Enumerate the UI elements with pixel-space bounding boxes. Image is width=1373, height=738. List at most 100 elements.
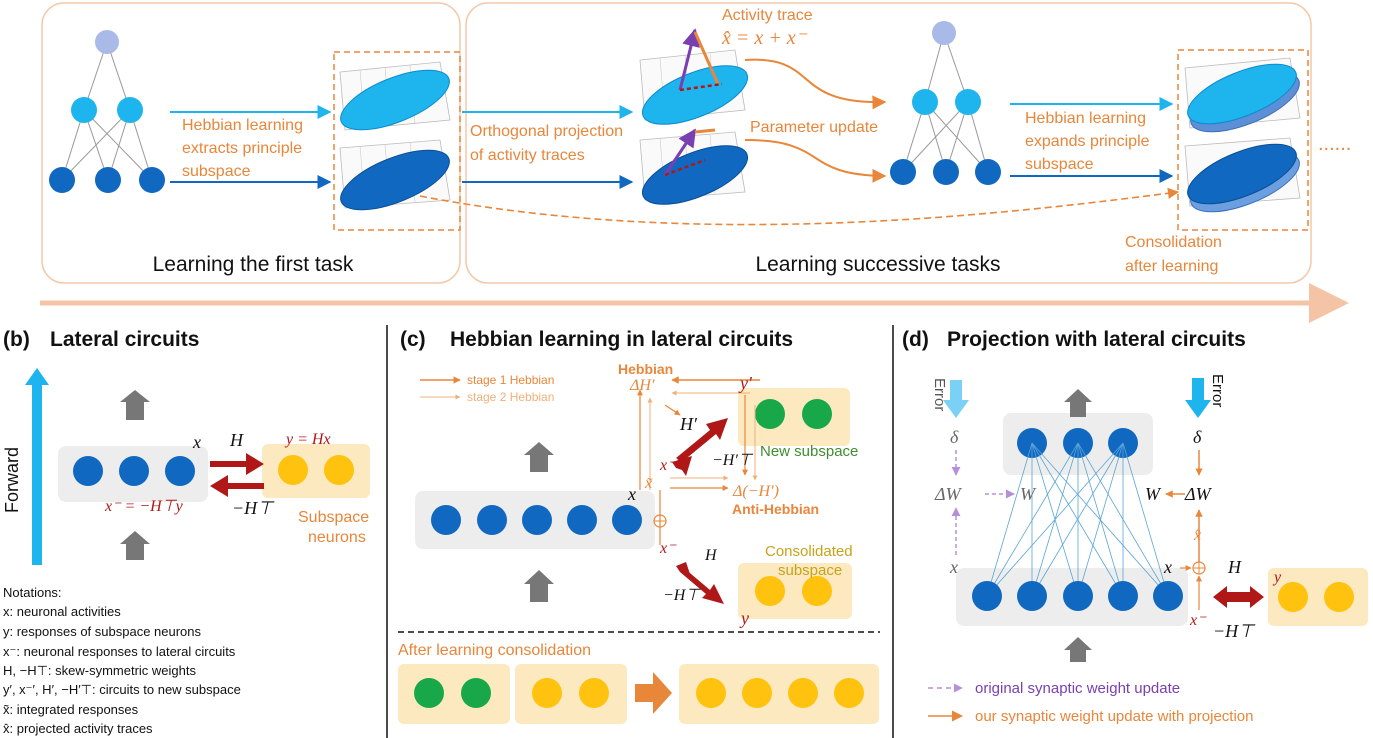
subspace-neuron [278, 455, 308, 485]
H-arrow-c-tail [676, 562, 690, 574]
xminus-eq-label: x⁻ = −H⊤y [104, 498, 184, 515]
activity-trace-label: Activity trace [722, 7, 813, 24]
legend-stage1: stage 1 Hebbian [467, 373, 554, 387]
subspace-neuron [755, 576, 785, 606]
panel-d-title: Projection with lateral circuits [947, 328, 1246, 351]
ellipsis: ...... [1318, 133, 1351, 155]
neuron [165, 456, 195, 486]
error-arrow-right [1185, 378, 1211, 418]
y-prime-label: y′ [738, 373, 753, 393]
error-label-right: Error [1209, 374, 1226, 407]
notation-item: H, −H⊤: skew-symmetric weights [3, 663, 196, 678]
consolidation-line2: after learning [1125, 258, 1218, 275]
x-label-c: x [627, 484, 636, 504]
orthogonal-line1: Orthogonal projection [470, 123, 623, 140]
input-neuron [1063, 581, 1093, 611]
H-double-arrow-d [1213, 586, 1264, 608]
consolidated-line1: Consolidated [765, 543, 853, 560]
H-label-c: H [704, 547, 718, 564]
new-subspace-neuron [461, 678, 491, 708]
neuron [567, 505, 597, 535]
legend-stage2: stage 2 Hebbian [467, 390, 554, 404]
subspace-plot-top-2 [1184, 57, 1301, 133]
y-eq-label: y = Hx [284, 431, 331, 448]
parameter-update-label: Parameter update [750, 119, 878, 136]
y-label-d: y [1272, 569, 1282, 586]
x-right-d: x [1163, 557, 1172, 577]
H-arrow-c [680, 568, 724, 604]
consolidation-line1: Consolidation [1125, 234, 1222, 251]
neuron [119, 456, 149, 486]
notation-item: x̃: integrated responses [3, 702, 139, 717]
minus-HT-label-d: −H⊤ [1213, 621, 1256, 641]
old-subspace-after [515, 664, 627, 724]
panel-b-title: Lateral circuits [50, 328, 199, 351]
notation-item: x: neuronal activities [3, 604, 121, 619]
orthogonal-line2: of activity traces [470, 147, 585, 164]
hebbian-first-line2: extracts principle [182, 140, 302, 157]
minus-HT-label-c: −H⊤ [663, 587, 701, 604]
consolidated-line2: subspace [778, 562, 842, 579]
hebbian-label: Hebbian [618, 361, 673, 377]
W-left: W [1020, 484, 1037, 504]
subspace-box-2 [1177, 49, 1309, 231]
notation-item: y: responses of subspace neurons [3, 624, 202, 639]
error-label-left: Error [931, 378, 948, 411]
minus-H-prime-T-label: −H′⊤ [712, 452, 754, 469]
H-prime-arrow [676, 418, 728, 462]
delta-W-right: ΔW [1184, 484, 1213, 504]
subspace-plot-top-1 [339, 61, 451, 131]
input-neuron [1153, 581, 1183, 611]
neuron [522, 505, 552, 535]
synaptic-weights [986, 442, 1169, 597]
subspace-neuron [788, 678, 818, 708]
trace-plot-top [639, 28, 749, 125]
hebbian-expands-line3: subspace [1025, 156, 1094, 173]
H-prime-label: H′ [679, 414, 698, 434]
gray-up-arrow-d2 [1064, 637, 1092, 662]
trace-plot-bottom [639, 128, 749, 205]
x-tilde-label: x̃ [644, 475, 653, 492]
gray-up-arrow-d1 [1064, 389, 1092, 417]
input-neuron [1017, 581, 1047, 611]
subspace-neuron [532, 678, 562, 708]
gray-up-arrow-c1 [524, 442, 554, 472]
after-consolidation-label: After learning consolidation [398, 642, 591, 659]
delta-right: δ [1193, 427, 1202, 447]
new-subspace-neuron [414, 678, 444, 708]
subspace-neuron [696, 678, 726, 708]
hebbian-expands-line1: Hebbian learning [1025, 110, 1146, 127]
legend-original: original synaptic weight update [975, 680, 1180, 697]
hebbian-wiring [637, 376, 760, 545]
subspace-neuron [742, 678, 772, 708]
forward-label: Forward [2, 447, 22, 513]
hebbian-first-line3: subspace [182, 163, 251, 180]
notation-item: x⁻: neuronal responses to lateral circui… [3, 644, 236, 659]
panel-d-label: (d) [902, 328, 929, 351]
x-minus-label-c: x⁻ [659, 540, 677, 557]
merged-subspace [679, 664, 879, 724]
hebbian-expands-line2: expands principle [1025, 133, 1150, 150]
minus-HT-label-b: −H⊤ [232, 498, 275, 518]
anti-hebbian-label: Anti-Hebbian [732, 501, 819, 517]
notation-item: y′, x⁻′, H′, −H′⊤: circuits to new subsp… [3, 682, 241, 697]
subspace-neuron [1324, 582, 1354, 612]
H-arrow [210, 453, 264, 475]
legend-ours: our synaptic weight update with projecti… [975, 708, 1254, 725]
neuron [612, 505, 642, 535]
gray-up-arrow-b2 [120, 531, 150, 560]
panel-c-label: (c) [400, 328, 426, 351]
subspace-neuron [1278, 582, 1308, 612]
new-subspace-label: New subspace [760, 443, 858, 460]
subspace-neuron [579, 678, 609, 708]
delta-left: δ [950, 427, 959, 447]
x-hat-d: x̂ [1193, 527, 1201, 544]
neuron [431, 505, 461, 535]
x-label-b: x [192, 432, 201, 452]
notation-item: x̂: projected activity traces [3, 721, 153, 736]
H-label-d: H [1227, 557, 1242, 577]
forward-arrow [25, 368, 49, 565]
neuron [477, 505, 507, 535]
x-minus-d: x⁻ [1189, 612, 1207, 629]
x-minus-prime-label: x⁻′ [659, 457, 680, 474]
